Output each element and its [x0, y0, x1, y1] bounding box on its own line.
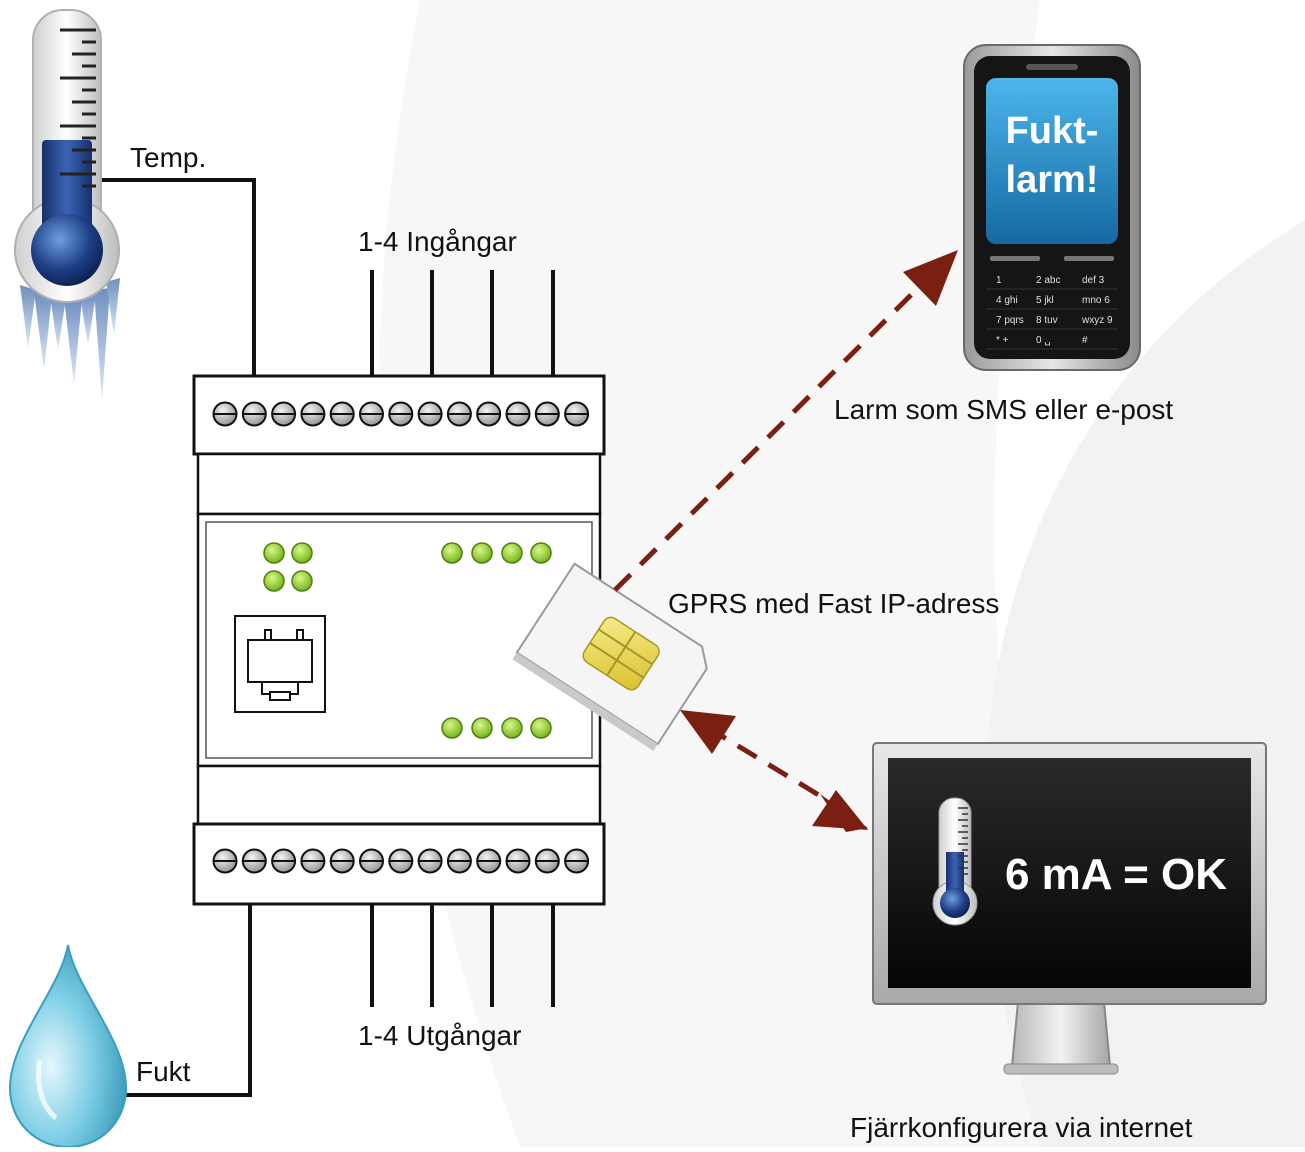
top-terminal-screw [417, 401, 443, 427]
status-led [263, 542, 285, 564]
bottom-terminal-screw [564, 848, 590, 874]
top-terminal-screw [329, 401, 355, 427]
status-leds [263, 542, 552, 739]
status-led [471, 717, 493, 739]
top-terminal-screw [564, 401, 590, 427]
phone-key: 8 tuv [1036, 315, 1058, 326]
lower-body [196, 764, 602, 826]
phone-key: mno 6 [1082, 295, 1110, 306]
bottom-terminal-screw [417, 848, 443, 874]
bottom-terminal-screw [446, 848, 472, 874]
phone-screen [986, 78, 1118, 244]
top-terminal-screw [271, 401, 297, 427]
status-led [501, 542, 523, 564]
phone-key: 4 ghi [996, 295, 1018, 306]
status-led [291, 570, 313, 592]
bottom-terminal-screw [388, 848, 414, 874]
top-terminal-screw [388, 401, 414, 427]
alarm-channel-label: Larm som SMS eller e-post [834, 394, 1174, 425]
icicles [20, 278, 120, 400]
top-terminal-screw [505, 401, 531, 427]
phone-key: # [1082, 335, 1088, 346]
top-terminal-screw [476, 401, 502, 427]
top-screw-terminals [212, 401, 590, 427]
phone-key: 0 ␣ [1036, 335, 1051, 346]
outputs-label: 1-4 Utgångar [358, 1020, 522, 1051]
remote-config-label: Fjärrkonfigurera via internet [850, 1112, 1193, 1143]
arrow-lines [613, 286, 920, 811]
phone-key: 2 abc [1036, 275, 1060, 286]
status-led [441, 717, 463, 739]
monitor-icon: 6 mA = OK [872, 742, 1267, 1075]
phone-keypad: 1 2 abc def 3 4 ghi 5 jkl mno 6 7 pqrs 8 tuv wxy… [986, 275, 1118, 350]
internet-arrow-line [705, 724, 842, 811]
status-led [530, 717, 552, 739]
bottom-terminal-screw [300, 848, 326, 874]
phone-key: wxyz 9 [1081, 315, 1113, 326]
monitor-stand [1010, 1001, 1112, 1067]
rj45-port-icon [234, 615, 326, 713]
monitor-reading: 6 mA = OK [1005, 850, 1227, 899]
phone-key: 7 pqrs [996, 315, 1024, 326]
inputs-label: 1-4 Ingångar [358, 226, 517, 257]
wiring [100, 178, 555, 1097]
temp-label: Temp. [130, 142, 207, 173]
sms-arrowhead [903, 250, 958, 306]
water-drop-icon [8, 944, 128, 1149]
status-led [530, 542, 552, 564]
internet-arrowhead-left [680, 710, 736, 754]
phone-screen-line-2: larm! [1006, 159, 1099, 201]
phone-key: * + [996, 335, 1009, 346]
moisture-label: Fukt [136, 1056, 191, 1087]
gprs-label: GPRS med Fast IP-adress [668, 588, 1000, 619]
status-led [501, 717, 523, 739]
monitor-thermometer-icon [932, 797, 978, 926]
thermometer-icon [14, 9, 120, 400]
temp-wire [100, 178, 256, 375]
status-led [263, 570, 285, 592]
phone-screen-line-1: Fukt- [1006, 110, 1099, 152]
top-terminal-screw [446, 401, 472, 427]
mobile-phone-icon: Fukt- larm! 1 2 abc def 3 4 ghi 5 jkl mno 6 7 … [963, 44, 1141, 371]
moisture-wire [122, 900, 252, 1097]
bottom-terminal-screw [534, 848, 560, 874]
bottom-screw-terminals [212, 848, 590, 874]
status-led [471, 542, 493, 564]
top-terminal-screw [241, 401, 267, 427]
bottom-terminal-screw [505, 848, 531, 874]
top-terminal-screw [359, 401, 384, 427]
top-terminal-screw [300, 401, 326, 427]
status-led [291, 542, 313, 564]
top-terminal-screw [212, 401, 238, 427]
phone-key: 5 jkl [1036, 295, 1054, 306]
phone-key: 1 [996, 275, 1002, 286]
bottom-terminal-screw [359, 848, 384, 874]
sim-card-icon [512, 562, 708, 751]
status-led [441, 542, 463, 564]
bottom-terminal-screw [476, 848, 502, 874]
bottom-terminal-screw [212, 848, 238, 874]
bottom-terminal-screw [241, 848, 267, 874]
arrow-heads [680, 250, 958, 832]
bottom-terminal-screw [271, 848, 297, 874]
upper-body [196, 452, 602, 516]
top-terminal-screw [534, 401, 560, 427]
phone-key: def 3 [1082, 275, 1105, 286]
bottom-terminal-screw [329, 848, 355, 874]
